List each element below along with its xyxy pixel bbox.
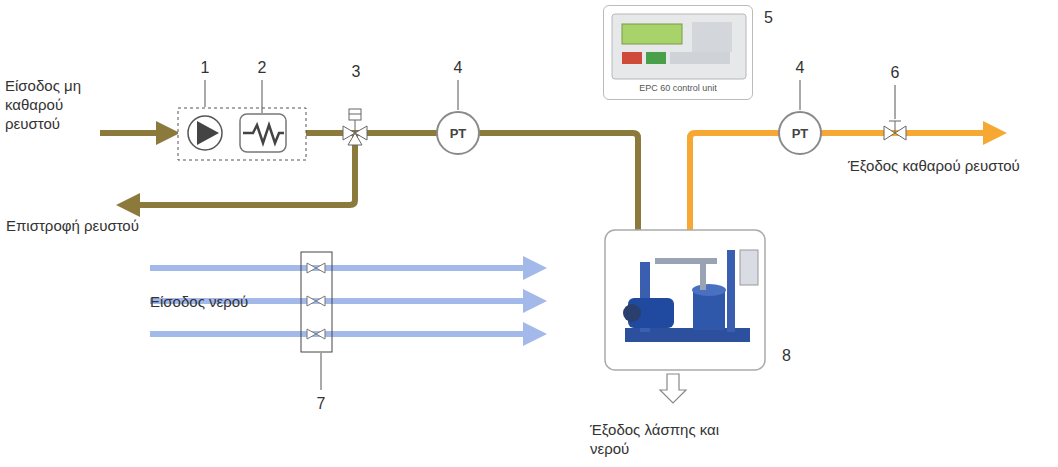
water-valves xyxy=(307,263,325,339)
flow-label: Είσοδος νερού xyxy=(150,292,248,311)
heater-coil xyxy=(243,125,284,143)
callout-number: 6 xyxy=(891,63,900,82)
callout-number: 2 xyxy=(258,58,267,77)
callout-number: 7 xyxy=(317,394,326,413)
heater-symbol xyxy=(240,114,286,152)
valve-group-box xyxy=(301,252,332,352)
flow-label: Είσοδος μη καθαρού ρευστού xyxy=(5,76,103,133)
callout-number: 4 xyxy=(454,58,463,77)
leader-lines xyxy=(205,80,895,390)
flow-label: Έξοδος λάσπης και νερού xyxy=(590,420,755,458)
callout-number: 3 xyxy=(352,62,361,81)
separator-box xyxy=(605,230,765,370)
flow-label: Έξοδος καθαρού ρευστού xyxy=(848,156,1020,175)
pump-heater-group xyxy=(178,108,306,160)
unit-caption: EPC 60 control unit xyxy=(604,83,752,93)
clean-pipe xyxy=(690,133,995,232)
water-lines xyxy=(150,268,535,334)
pressure-transmitter: PT xyxy=(436,111,480,155)
pump-triangle xyxy=(197,121,219,145)
three-way-valve xyxy=(343,109,367,145)
separator-illustration xyxy=(623,250,758,342)
callout-number: 4 xyxy=(796,58,805,77)
control-unit: EPC 60 control unit xyxy=(603,5,753,100)
outlet-valve xyxy=(884,121,906,140)
pump-symbol xyxy=(188,116,222,150)
pressure-transmitter: PT xyxy=(778,111,822,155)
sludge-arrow xyxy=(660,374,686,403)
instrument-tag: PT xyxy=(450,126,467,141)
flow-label: Επιστροφή ρευστού xyxy=(6,216,139,235)
callout-number: 1 xyxy=(201,58,210,77)
callout-number: 5 xyxy=(764,8,773,27)
callout-number: 8 xyxy=(782,346,791,365)
instrument-tag: PT xyxy=(792,126,809,141)
